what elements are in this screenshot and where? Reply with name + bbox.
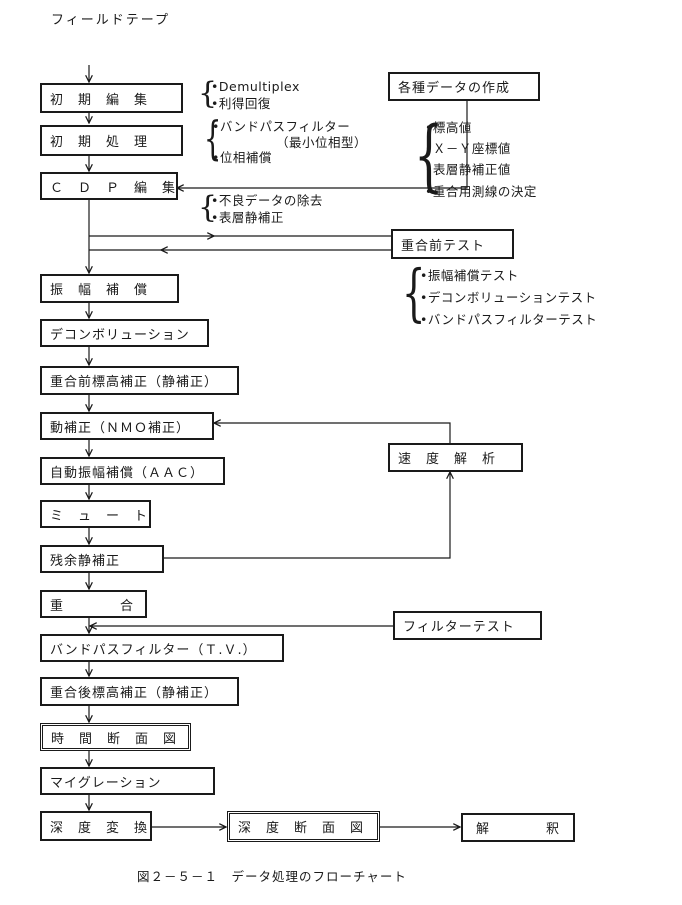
arrow-datacreation-to-cdp [177, 101, 468, 188]
box-data-creation: 各種データの作成 [388, 72, 540, 101]
note-bad-data-removal: •不良データの除去 [211, 193, 323, 208]
box-pre-stack-static: 重合前標高補正（静補正） [40, 366, 239, 395]
box-velocity-analysis: 速 度 解 析 [388, 443, 523, 472]
box-stack: 重 合 [40, 590, 147, 618]
box-nmo-correction: 動補正（ＮＭＯ補正） [40, 412, 214, 440]
box-post-stack-static: 重合後標高補正（静補正） [40, 677, 239, 706]
note-xy-coordinates: •Ｘ－Ｙ座標値 [425, 141, 511, 156]
box-time-section: 時 間 断 面 図 [40, 723, 191, 751]
box-deconvolution: デコンボリューション [40, 319, 209, 347]
box-aac: 自動振幅補償（ＡＡＣ） [40, 457, 225, 485]
box-migration: マイグレーション [40, 767, 215, 795]
box-amplitude-compensation: 振 幅 補 償 [40, 274, 179, 303]
brace-initial-process: { [203, 111, 222, 165]
note-gain-recovery: •利得回復 [211, 96, 271, 111]
box-depth-conversion: 深 度 変 換 [40, 811, 152, 841]
box-mute: ミ ュ ー ト [40, 500, 151, 528]
box-initial-edit: 初 期 編 集 [40, 83, 183, 113]
note-bandpass-test: •バンドパスフィルターテスト [420, 312, 598, 327]
brace-data-creation: { [413, 111, 444, 201]
note-minimum-phase: （最小位相型） [276, 135, 368, 150]
note-demultiplex: •Demultiplex [211, 79, 300, 94]
note-deconvolution-test: •デコンボリューションテスト [420, 290, 597, 305]
box-residual-static: 残余静補正 [40, 545, 164, 573]
brace-cdp-edit: { [198, 190, 218, 225]
box-bandpass-tv: バンドパスフィルター（Ｔ.Ｖ.） [40, 634, 284, 662]
note-stack-line-decision: •重合用測線の決定 [425, 184, 537, 199]
note-surface-static-value: •表層静補正値 [425, 162, 511, 177]
note-amplitude-test: •振幅補償テスト [420, 268, 519, 283]
figure-caption: 図２－５－１ データ処理のフローチャート [137, 869, 407, 884]
arrow-velocity-to-nmo [214, 423, 451, 443]
box-initial-process: 初 期 処 理 [40, 125, 183, 156]
brace-initial-edit: { [198, 76, 218, 111]
box-interpretation: 解 釈 [461, 813, 575, 842]
box-pre-stack-test: 重合前テスト [391, 229, 514, 259]
box-filter-test: フィルターテスト [393, 611, 542, 640]
note-surface-static: •表層静補正 [211, 210, 284, 225]
note-bandpass-filter: •バンドパスフィルター [212, 119, 351, 134]
brace-pre-stack-test: { [401, 256, 426, 329]
field-tape-label: フィールドテープ [51, 13, 170, 28]
note-phase-compensation: •位相補償 [212, 150, 272, 165]
box-cdp-edit: Ｃ Ｄ Ｐ 編 集 [40, 172, 178, 200]
note-elevation: •標高値 [425, 120, 472, 135]
box-depth-section: 深 度 断 面 図 [227, 811, 380, 842]
arrow-residual-to-velocity [164, 472, 450, 559]
